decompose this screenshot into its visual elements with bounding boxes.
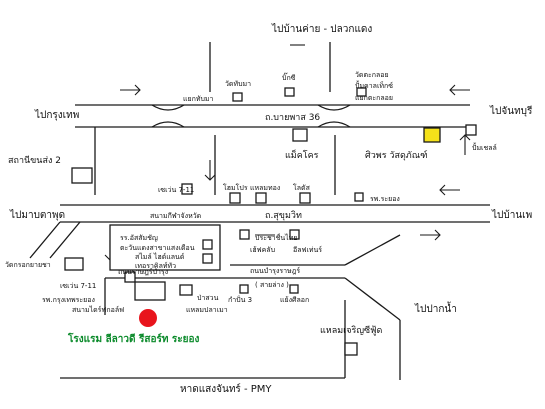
landmark-seven-upper	[181, 183, 193, 195]
label-wat-tabma: วัดทับมา	[225, 80, 251, 88]
landmark-lotus	[299, 192, 311, 204]
landmark-siwaporn	[423, 127, 441, 143]
label-dir-bottom: หาดแสงจันทร์ - PMY	[180, 383, 272, 395]
landmark-seven-lower	[124, 271, 136, 283]
landmark-wat-krapyai	[64, 257, 84, 271]
landmark-studio	[289, 229, 300, 240]
arrow-west-upper	[120, 84, 141, 96]
label-hotel-a: สไมล์ ไฮด์แลนด์	[135, 252, 184, 261]
label-laem-charoen: แหลมเจริญซีฟู้ด	[320, 325, 383, 336]
label-hospital: รพ.ระยอง	[370, 195, 400, 203]
label-big-c: บิ๊กซี	[282, 72, 296, 82]
label-hotel-name: โรงแรม ลีลาวดี รีสอร์ท ระยอง	[67, 332, 200, 345]
landmarks	[64, 87, 477, 356]
label-pasuan: ป่าสวน	[197, 294, 219, 302]
label-dir-right-middle: ไปบ้านเพ	[491, 209, 532, 221]
label-lidiffer: อีลฟเท่นร์	[293, 246, 322, 254]
overpass-left-top	[151, 104, 185, 111]
label-dir-top: ไปบ้านค่าย - ปลวกแดง	[271, 23, 372, 35]
landmark-home-plus	[255, 192, 267, 204]
hotel-marker	[139, 309, 157, 327]
road-lower-right-diagonal	[344, 234, 401, 266]
label-school: รร.อัสสัมชัญ	[120, 234, 158, 242]
label-makro: แม็คโคร	[285, 148, 319, 161]
label-laem-pla: แหลมปลาเมา	[186, 306, 228, 314]
label-wat-takluai: วัดตะกลอย	[355, 71, 389, 79]
landmark-kamnan	[239, 284, 249, 294]
overpass-right-bottom	[317, 121, 351, 128]
label-road-sukhumvit: ถ.สุขุมวิท	[265, 210, 302, 221]
label-wat-krapyai: วัดกรอกยายชา	[5, 261, 51, 269]
landmark-pum-shell	[465, 124, 477, 136]
label-prachachuen: ประชาชื่นไทย	[255, 233, 297, 242]
landmark-prachachuen	[239, 229, 250, 240]
label-dir-right-lower: ไปปากน้ำ	[414, 301, 457, 315]
label-pum-kalte: ปั้มคาลเท็กซ์	[355, 79, 393, 90]
label-road-rayong-upper: ถนนราษฎร์บำรุง	[118, 268, 168, 276]
label-dir-right-upper: ไปจันทบุรี	[489, 105, 533, 117]
landmark-pasuan	[179, 284, 193, 296]
label-dir-left-middle: ไปมาบตาพุด	[9, 209, 65, 221]
landmark-laem-charoen	[344, 342, 358, 356]
arrow-south-center	[204, 160, 216, 181]
landmark-wat-tabma	[232, 92, 243, 102]
road-sw-diagonal-inner	[49, 221, 81, 259]
label-siwaporn: ศิวพร วัสดุภัณฑ์	[365, 149, 428, 161]
landmark-sathani	[71, 167, 93, 184]
label-seven-lower: เซเว่น 7-11	[60, 282, 96, 290]
label-sathani: สถานีขนส่ง 2	[8, 155, 61, 166]
label-yaek-tabma: แยกทับมา	[183, 95, 214, 103]
arrow-east-upper	[449, 84, 470, 96]
landmark-wat-takluai	[356, 87, 367, 97]
label-lotus: โลตัส	[293, 183, 311, 192]
label-dir-left-upper: ไปกรุงเทพ	[34, 109, 79, 121]
landmark-golf	[134, 281, 166, 301]
landmark-big-c	[284, 87, 295, 97]
landmark-building-a	[202, 239, 213, 250]
landmark-makro	[292, 128, 308, 142]
road-lower-right-diagonal2	[344, 277, 401, 321]
road-network	[29, 42, 490, 380]
arrow-north-right	[459, 134, 471, 155]
label-stadium: สนามกีฬาจังหวัด	[150, 212, 201, 220]
landmark-hotel-a	[202, 253, 213, 264]
arrow-east-lower	[420, 229, 441, 241]
landmark-home-pro	[229, 192, 241, 204]
overpass-left-bottom	[151, 121, 185, 128]
label-hosp-bangkok: รพ.กรุงเทพระยอง	[42, 296, 95, 304]
label-slope: เทอราคิลท์ทัว	[135, 262, 176, 270]
label-pum-shell: ปั้มเชลล์	[472, 141, 497, 152]
label-road-rayong-lower: ถนนบำรุงราษฎร์	[250, 267, 300, 275]
label-home-plus: แหลมทอง	[250, 184, 280, 192]
labels: ไปบ้านค่าย - ปลวกแดง ไปกรุงเทพ ไปจันทบุร…	[5, 23, 533, 395]
label-yaek-sieb: แย้งศีลอก	[280, 296, 309, 304]
landmark-hospital	[354, 192, 364, 202]
label-kamnan: กำปั่น 3	[228, 295, 252, 304]
label-golf: สนามไดร์ฟกอล์ฟ	[72, 305, 124, 314]
arrow-east-middle	[439, 184, 460, 196]
label-seven-upper: เซเว่น 7-11	[158, 186, 194, 194]
overpass-right-top	[317, 104, 351, 111]
label-studio: เฮ้ฟคลับ	[250, 246, 275, 254]
label-building-a: ตะวันแดงสาขาแสงเดือน	[120, 244, 195, 252]
landmark-stadium-block	[109, 224, 221, 271]
road-sw-diagonal	[29, 221, 61, 259]
label-road-bypass: ถ.บายพาส 36	[265, 113, 320, 123]
label-sai-lang: ( สายล่าง )	[255, 281, 289, 289]
landmark-yaek-sieb	[289, 284, 299, 294]
label-home-pro: โฮมโปร	[223, 183, 248, 192]
label-yaek-takluai: แยกตะกลอย	[355, 94, 393, 102]
